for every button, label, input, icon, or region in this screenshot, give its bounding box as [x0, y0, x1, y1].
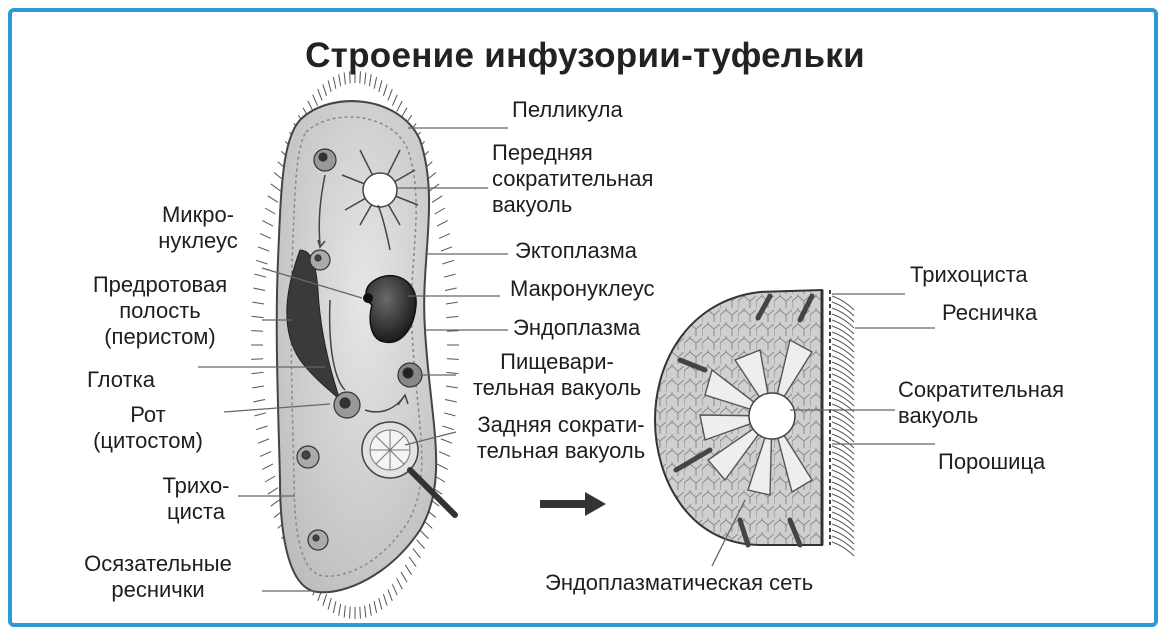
front-contractile-vacuole [341, 149, 419, 226]
label-food-vacuole: Пищевари- тельная вакуоль [472, 349, 642, 400]
label-cytoproct: Порошица [938, 449, 1046, 474]
label-peristome: Предротовая полость (перистом) [92, 272, 228, 349]
label-pellicle: Пелликула [512, 97, 623, 122]
rear-contractile-vacuole [361, 421, 458, 518]
label-rear-vacuole: Задняя сократи- тельная вакуоль [476, 412, 646, 463]
micronucleus [363, 293, 373, 303]
label-tactile-cilia: Осязательные реснички [84, 551, 232, 602]
label-pharynx: Глотка [87, 367, 155, 392]
magnified-section [653, 288, 855, 557]
label-ectoplasm: Эктоплазма [515, 238, 637, 263]
food-vacuoles [296, 148, 423, 551]
cyclosis-arrows [317, 174, 409, 413]
label-endoplasmic-reticulum: Эндоплазматическая сеть [545, 570, 814, 595]
label-contractile-vacuole: Сократительная вакуоль [898, 377, 1065, 428]
leader-lines [198, 127, 935, 592]
arrow-icon [540, 492, 606, 516]
ectoplasm-layer [290, 116, 423, 577]
section-cilia [831, 295, 855, 557]
diagram-frame [8, 8, 1158, 627]
label-trichocyst-left: Трихо- циста [162, 473, 230, 524]
label-endoplasm: Эндоплазма [513, 315, 641, 340]
page-title: Строение инфузории-туфельки [305, 36, 865, 75]
label-trichocyst-right: Трихоциста [910, 262, 1028, 287]
label-macronucleus: Макронуклеус [510, 276, 655, 301]
label-cilium: Ресничка [942, 300, 1038, 325]
label-mouth: Рот (цитостом) [93, 402, 203, 453]
label-micronucleus: Микро- нуклеус [158, 202, 238, 253]
label-front-vacuole: Передняя сократительная вакуоль [492, 140, 654, 217]
